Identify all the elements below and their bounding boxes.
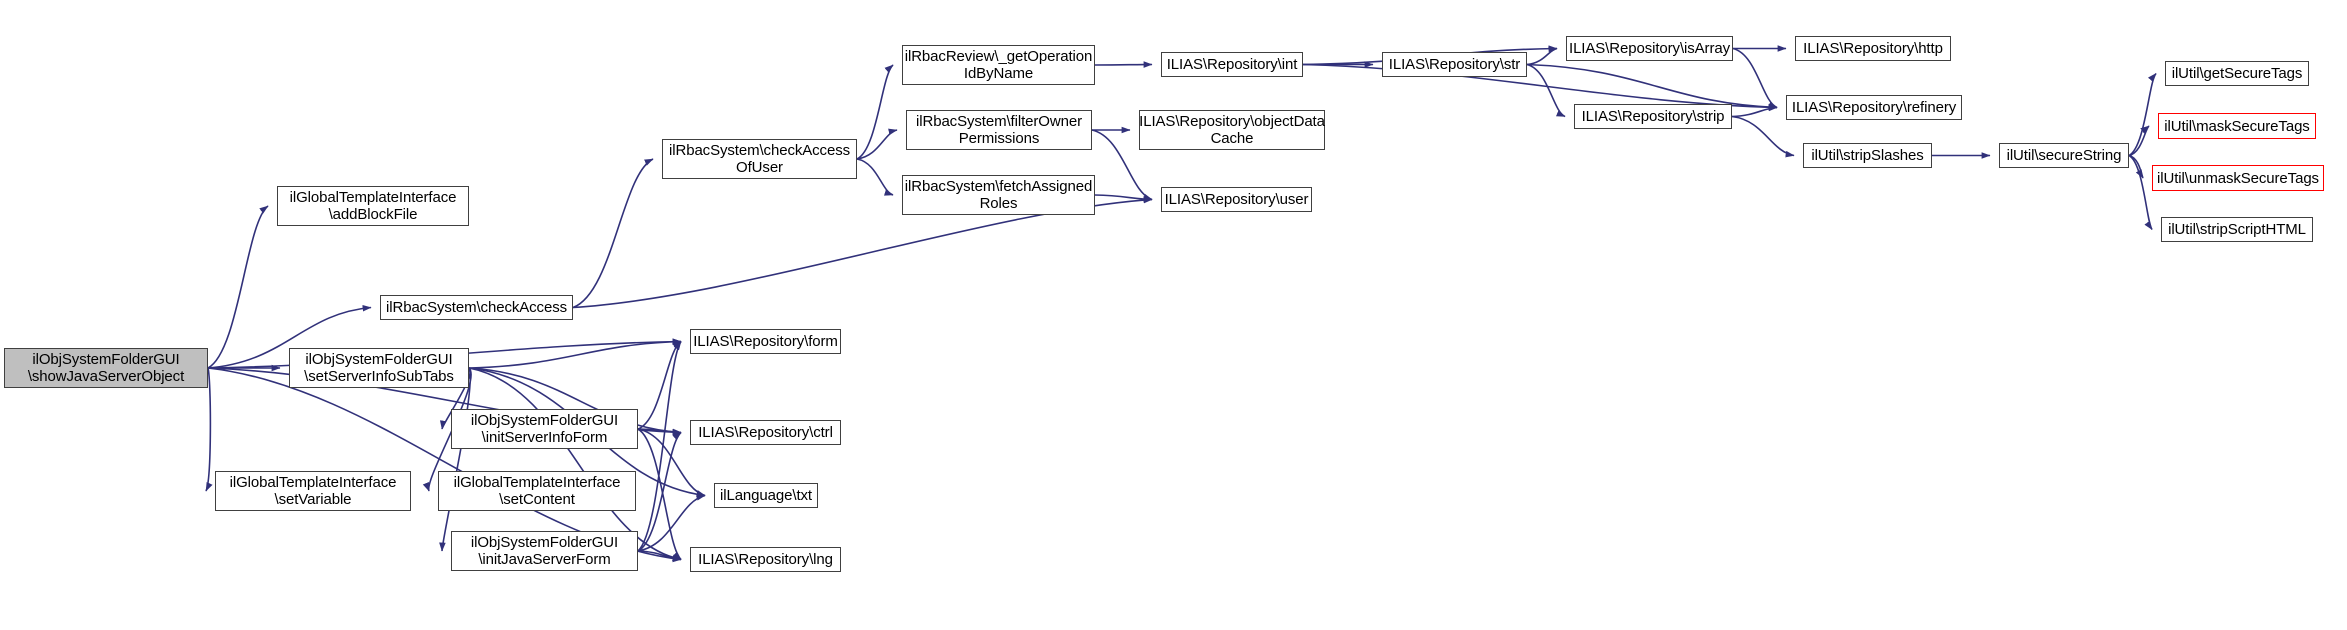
graph-edge [468,338,682,369]
graph-node[interactable]: ilRbacSystem\checkAccess OfUser [662,139,857,179]
graph-node[interactable]: ilRbacSystem\filterOwner Permissions [906,110,1092,150]
graph-node[interactable]: ILIAS\Repository\lng [690,547,841,572]
graph-node[interactable]: ilLanguage\txt [714,483,818,508]
graph-node[interactable]: ilObjSystemFolderGUI \showJavaServerObje… [4,348,208,388]
graph-edge [2128,72,2157,157]
graph-edge [637,428,682,561]
graph-edge [637,341,682,552]
graph-node[interactable]: ILIAS\Repository\str [1382,52,1527,77]
graph-node[interactable]: ilUtil\maskSecureTags [2158,113,2316,139]
graph-node[interactable]: ilObjSystemFolderGUI \setServerInfoSubTa… [289,348,469,388]
graph-edge [1526,63,1778,111]
graph-edge [637,550,682,563]
graph-node[interactable]: ilObjSystemFolderGUI \initJavaServerForm [451,531,638,571]
graph-edge [1526,46,1558,66]
graph-node[interactable]: ILIAS\Repository\int [1161,52,1303,77]
graph-node[interactable]: ilUtil\unmaskSecureTags [2152,165,2324,191]
graph-edge [1731,115,1795,158]
graph-edge [1302,63,1778,111]
graph-edge [637,431,682,552]
graph-edge [572,158,654,309]
graph-edge [637,428,682,436]
graph-node[interactable]: ilGlobalTemplateInterface \addBlockFile [277,186,469,226]
graph-node[interactable]: ILIAS\Repository\objectData Cache [1139,110,1325,150]
graph-node[interactable]: ILIAS\Repository\isArray [1566,36,1733,61]
graph-edge [1526,63,1566,118]
graph-node[interactable]: ilUtil\stripScriptHTML [2161,217,2313,242]
graph-edge [856,128,898,160]
graph-node[interactable]: ilUtil\getSecureTags [2165,61,2309,86]
graph-edge [856,158,894,196]
graph-node[interactable]: ILIAS\Repository\form [690,329,841,354]
graph-edge [856,64,894,160]
graph-node[interactable]: ILIAS\Repository\refinery [1786,95,1962,120]
graph-node[interactable]: ilGlobalTemplateInterface \setContent [438,471,636,511]
graph-edge [439,367,471,552]
graph-node[interactable]: ILIAS\Repository\ctrl [690,420,841,445]
graph-edge [2128,154,2153,230]
graph-edge [1094,61,1153,68]
graph-edge [572,196,1153,309]
graph-edge [1731,104,1778,118]
graph-edge [1094,194,1153,203]
graph-edge [637,494,706,552]
graph-node[interactable]: ilRbacReview\_getOperation IdByName [902,45,1095,85]
graph-node[interactable]: ILIAS\Repository\http [1795,36,1951,61]
graph-edge [637,340,682,430]
graph-node[interactable]: ILIAS\Repository\strip [1574,104,1732,129]
graph-node[interactable]: ilUtil\stripSlashes [1803,143,1932,168]
graph-edge [207,205,269,369]
graph-node[interactable]: ilRbacSystem\checkAccess [380,295,573,320]
graph-node[interactable]: ilUtil\secureString [1999,143,2129,168]
graph-edge [2128,154,2144,179]
graph-edge [1732,47,1778,109]
graph-edge [2128,125,2150,157]
graph-node[interactable]: ilRbacSystem\fetchAssigned Roles [902,175,1095,215]
graph-node[interactable]: ilGlobalTemplateInterface \setVariable [215,471,411,511]
graph-node[interactable]: ILIAS\Repository\user [1161,187,1312,212]
graph-node[interactable]: ilObjSystemFolderGUI \initServerInfoForm [451,409,638,449]
